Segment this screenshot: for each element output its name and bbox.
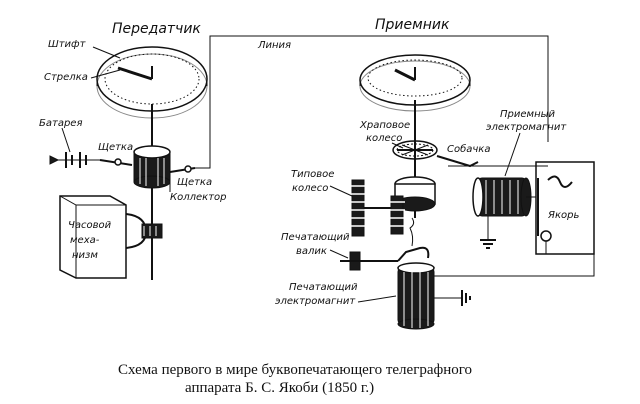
label-armature: Якорь bbox=[547, 210, 579, 221]
label-brush-right: Щетка bbox=[177, 177, 212, 188]
receiver-heading: Приемник bbox=[375, 17, 450, 33]
label-type-wheel-2: колесо bbox=[292, 183, 328, 194]
label-line: Линия bbox=[257, 40, 291, 51]
label-clockwork-2: меха- bbox=[70, 235, 100, 246]
receiver-circuit-wire bbox=[434, 254, 595, 277]
label-roller-2: валик bbox=[296, 246, 327, 257]
line-wire bbox=[195, 35, 549, 169]
receiver-pointer bbox=[394, 68, 416, 82]
receiver-dial bbox=[359, 54, 471, 112]
receiving-electromagnet bbox=[472, 177, 532, 249]
label-pin: Штифт bbox=[48, 39, 87, 50]
caption-line-1: Схема первого в мире буквопечатающего те… bbox=[118, 362, 472, 378]
label-collector: Коллектор bbox=[170, 192, 226, 203]
label-print-magnet-1: Печатающий bbox=[289, 282, 358, 293]
ratchet-wheel bbox=[392, 140, 438, 160]
transmitter-pointer bbox=[117, 66, 153, 81]
receiver: Приемник Храповое колесо Собачка bbox=[275, 17, 595, 330]
label-clockwork-1: Часовой bbox=[68, 220, 112, 231]
type-wheel bbox=[350, 179, 405, 237]
clockwork-box bbox=[59, 195, 163, 279]
label-clockwork-3: низм bbox=[72, 250, 98, 261]
transmitter-heading: Передатчик bbox=[112, 21, 201, 37]
label-brush-left: Щетка bbox=[98, 142, 133, 153]
label-rec-magnet-1: Приемный bbox=[500, 109, 555, 120]
battery-symbol bbox=[49, 152, 100, 168]
transmitter: Передатчик Штифт Стрелка Батарея bbox=[39, 21, 549, 280]
label-print-magnet-2: электромагнит bbox=[275, 296, 356, 307]
label-arrow: Стрелка bbox=[44, 72, 88, 83]
label-ratchet-1: Храповое bbox=[359, 120, 410, 131]
label-type-wheel-1: Типовое bbox=[291, 169, 334, 180]
collector-drum bbox=[133, 145, 171, 189]
label-roller-1: Печатающий bbox=[281, 232, 350, 243]
label-pawl: Собачка bbox=[447, 143, 490, 155]
printing-roller bbox=[340, 217, 430, 271]
label-rec-magnet-2: электромагнит bbox=[486, 122, 567, 133]
label-battery: Батарея bbox=[39, 118, 82, 129]
armature bbox=[535, 161, 595, 255]
pawl bbox=[436, 155, 479, 168]
printing-electromagnet bbox=[397, 262, 471, 330]
label-ratchet-2: колесо bbox=[366, 133, 402, 144]
caption-line-2: аппарата Б. С. Якоби (1850 г.) bbox=[185, 380, 374, 396]
